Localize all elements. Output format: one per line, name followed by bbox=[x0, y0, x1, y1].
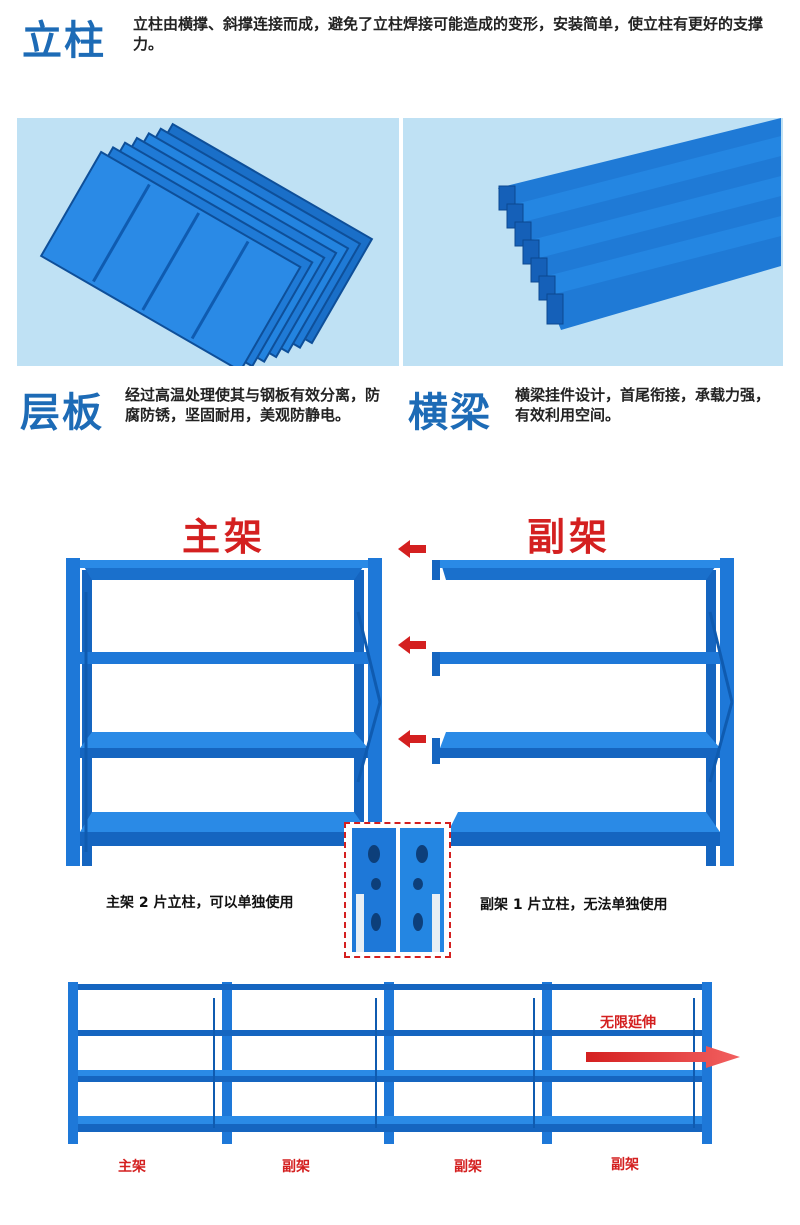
row-label-main: 主架 bbox=[118, 1159, 146, 1175]
main-frame-caption: 主架 2 片立柱，可以单独使用 bbox=[106, 895, 294, 911]
beam-description: 横梁挂件设计，首尾衔接，承载力强，有效利用空间。 bbox=[515, 386, 771, 424]
shelf-board-illustration bbox=[39, 122, 374, 366]
beam-illustration bbox=[498, 118, 781, 330]
connected-rack-row bbox=[68, 982, 712, 1144]
sub-frame-rack bbox=[432, 558, 734, 866]
row-label-sub-3: 副架 bbox=[611, 1157, 639, 1173]
pillar-title: 立柱 bbox=[22, 18, 106, 64]
row-label-sub-1: 副架 bbox=[282, 1159, 310, 1175]
shelf-board-title: 层板 bbox=[20, 390, 104, 436]
arrow-right-icon bbox=[586, 1046, 740, 1068]
arrow-left-icon bbox=[398, 636, 426, 654]
arrow-left-icon bbox=[398, 540, 426, 558]
row-label-sub-2: 副架 bbox=[454, 1159, 482, 1175]
main-frame-title: 主架 bbox=[182, 515, 267, 559]
beam-image bbox=[403, 118, 783, 366]
sub-frame-caption: 副架 1 片立柱，无法单独使用 bbox=[480, 897, 668, 913]
shelf-board-image bbox=[17, 118, 399, 366]
shelf-board-description: 经过高温处理使其与钢板有效分离，防腐防锈，坚固耐用，美观防静电。 bbox=[125, 386, 381, 424]
pillar-description: 立柱由横撑、斜撑连接而成，避免了立柱焊接可能造成的变形，安装简单，使立柱有更好的… bbox=[133, 15, 764, 53]
extend-label: 无限延伸 bbox=[600, 1015, 656, 1031]
beam-title: 横梁 bbox=[408, 390, 492, 436]
pillar-detail-illustration bbox=[352, 828, 444, 952]
sub-frame-title: 副架 bbox=[527, 515, 612, 559]
main-frame-rack bbox=[66, 558, 382, 866]
arrow-left-icon bbox=[398, 730, 426, 748]
pillar-detail-inset bbox=[344, 822, 451, 958]
